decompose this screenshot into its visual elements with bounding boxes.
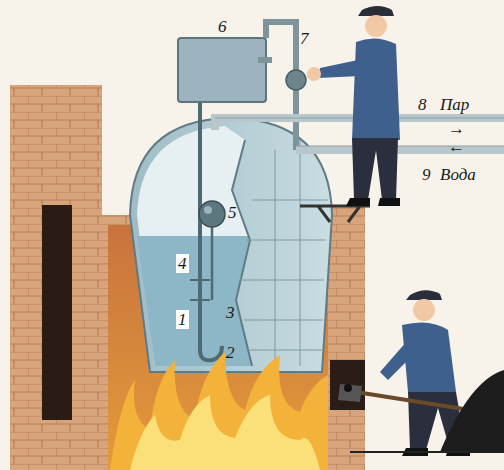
control-box bbox=[178, 38, 266, 102]
callout-number: 2 bbox=[226, 344, 235, 361]
coal-pile bbox=[440, 370, 504, 452]
valve bbox=[286, 70, 306, 90]
steam-pipe-top bbox=[258, 22, 296, 60]
flames bbox=[110, 352, 328, 470]
cut-edge bbox=[232, 140, 252, 366]
brick-column bbox=[330, 205, 365, 470]
floor-line bbox=[350, 451, 504, 453]
feed-pipe bbox=[200, 100, 222, 360]
brick-chimney bbox=[10, 85, 102, 470]
firebox-door bbox=[330, 360, 365, 410]
shell-plates bbox=[240, 140, 328, 366]
float-ball bbox=[199, 201, 225, 227]
chimney-flue bbox=[42, 205, 72, 420]
callout-number: 9 bbox=[422, 166, 431, 183]
flow-arrow: → bbox=[448, 120, 465, 137]
pipe-label: Вода bbox=[440, 166, 476, 183]
boiler-shell bbox=[130, 118, 332, 372]
float-rod bbox=[211, 218, 214, 300]
callout-number: 3 bbox=[226, 304, 235, 321]
boiler-water bbox=[137, 236, 252, 366]
flow-arrow: ← bbox=[448, 138, 465, 155]
worker-top bbox=[307, 6, 400, 206]
float-highlight bbox=[204, 206, 212, 214]
boiler-cutaway bbox=[137, 126, 252, 366]
callout-number: 5 bbox=[228, 204, 237, 221]
platform bbox=[300, 206, 370, 222]
callout-number: 6 bbox=[218, 18, 227, 35]
callout-number: 8 bbox=[418, 96, 427, 113]
pipe-label: Пар bbox=[440, 96, 469, 113]
callout-number: 7 bbox=[300, 30, 309, 47]
pipe-joint bbox=[190, 280, 210, 300]
callout-number: 1 bbox=[176, 310, 189, 329]
water-line bbox=[296, 146, 504, 154]
callout-number: 4 bbox=[176, 254, 189, 273]
